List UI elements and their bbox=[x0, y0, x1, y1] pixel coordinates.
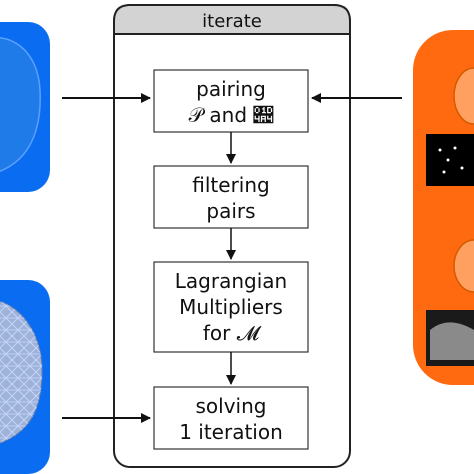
step-filtering: filtering pairs bbox=[153, 165, 309, 229]
right-image-panel bbox=[413, 30, 474, 385]
step-lagrangian-line1: Lagrangian bbox=[175, 269, 287, 293]
step-solving-line1: solving bbox=[196, 394, 267, 418]
step-pairing-line2: 𝒫 and 𝒤 bbox=[189, 103, 274, 127]
step-lagrangian-line2: Multipliers bbox=[179, 295, 283, 319]
left-top-image bbox=[0, 22, 50, 192]
panel-title: iterate bbox=[202, 11, 262, 32]
step-pairing: pairing 𝒫 and 𝒤 bbox=[153, 69, 309, 133]
step-pairing-line1: pairing bbox=[196, 77, 266, 101]
step-lagrangian: Lagrangian Multipliers for 𝓜 bbox=[153, 261, 309, 353]
step-solving-line2: 1 iteration bbox=[179, 420, 283, 444]
left-bottom-image bbox=[0, 280, 50, 474]
step-filtering-line1: filtering bbox=[192, 173, 269, 197]
step-solving: solving 1 iteration bbox=[153, 386, 309, 450]
step-filtering-line2: pairs bbox=[206, 199, 255, 223]
step-lagrangian-line3: for 𝓜 bbox=[203, 321, 262, 345]
